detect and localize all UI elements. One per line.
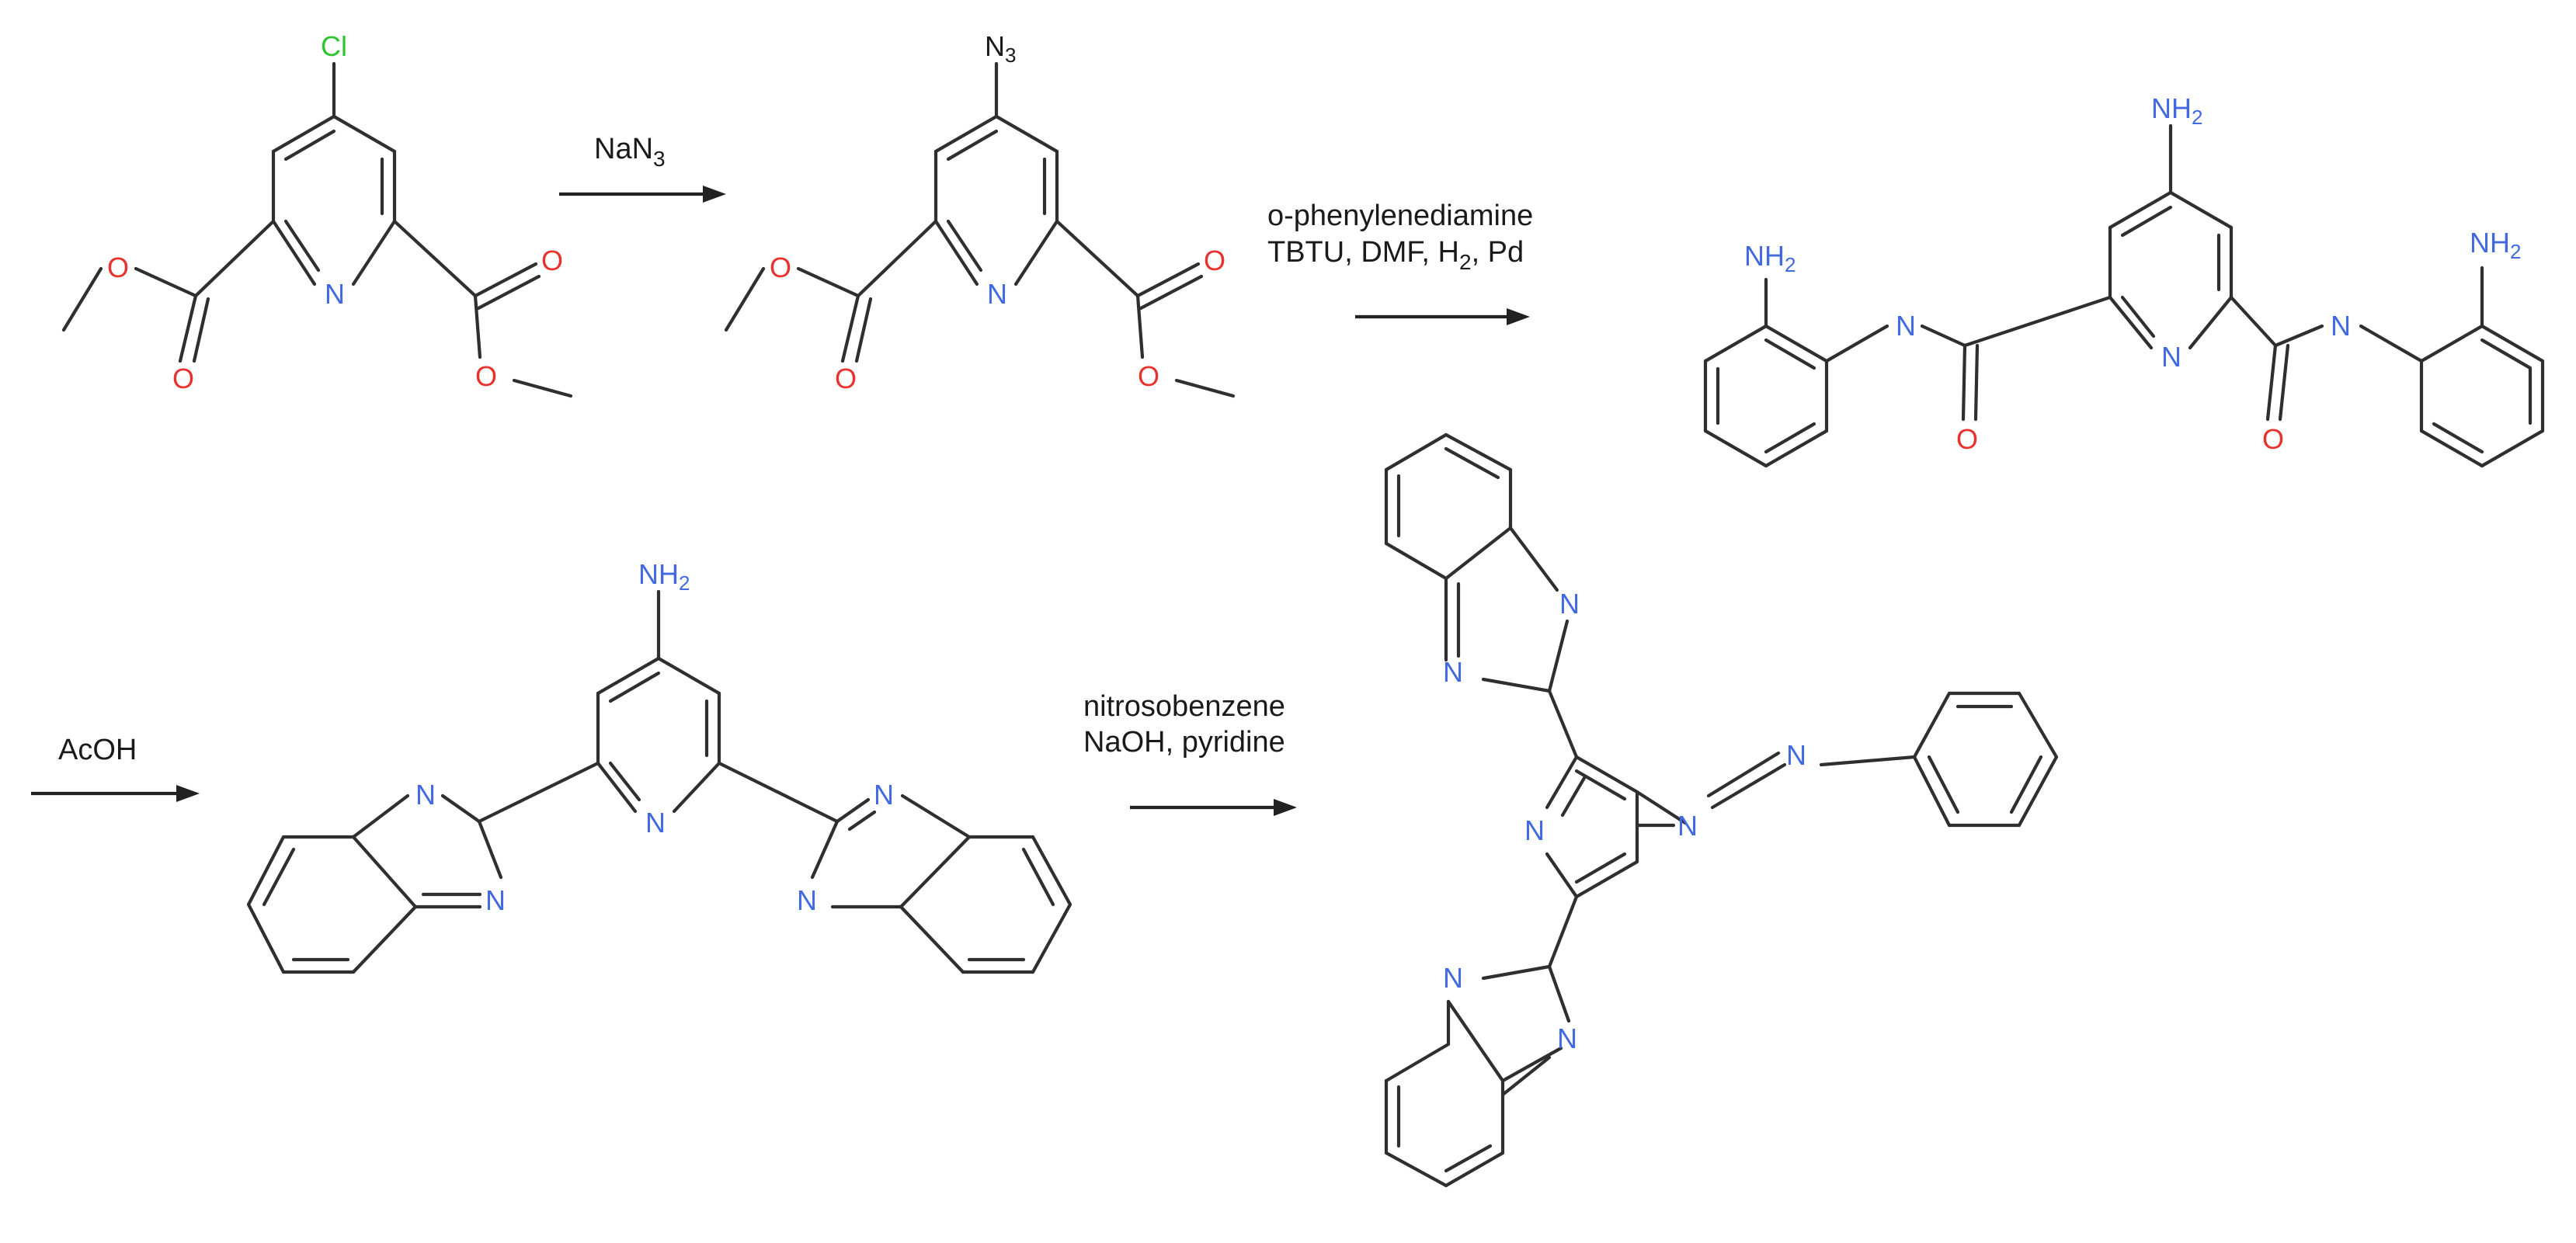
amino-group: NH2 <box>638 558 690 595</box>
arrow-head-4 <box>1274 799 1297 816</box>
azo-nitrogen-a: N <box>1677 810 1698 842</box>
compound-bis-benzimidazolyl-aminopyridine: NH2 N N N N N <box>246 558 1072 974</box>
imidazole-nitrogen-upper-b: N <box>1443 656 1463 688</box>
compound-2-bonds <box>724 61 1236 398</box>
amide-oxygen-left: O <box>1956 423 1978 455</box>
pyridine-nitrogen: N <box>325 278 345 310</box>
reagent-nitrosobenzene: nitrosobenzene <box>1083 690 1285 723</box>
ester-oxygen-left-ether: O <box>107 252 129 283</box>
amide-nitrogen-left: N <box>1896 310 1916 342</box>
azo-nitrogen-b: N <box>1786 739 1806 771</box>
amide-nitrogen-right: N <box>2331 310 2351 342</box>
arrow-head-2 <box>1507 308 1530 325</box>
compound-1-bonds <box>61 61 573 398</box>
ester-oxygen-right-carbonyl: O <box>541 245 563 276</box>
pyridine-nitrogen: N <box>1524 814 1545 846</box>
imidazole-nitrogen-left-top: N <box>415 779 436 811</box>
reagent-sodium-azide: NaN3 <box>594 133 666 171</box>
reagent-o-phenylenediamine: o-phenylenediamine <box>1267 200 1533 232</box>
imidazole-nitrogen-upper-a: N <box>1559 588 1580 620</box>
ester-oxygen-left-carbonyl: O <box>172 363 194 394</box>
pyridine-nitrogen: N <box>645 807 666 839</box>
pyridine-nitrogen: N <box>987 278 1007 310</box>
chlorine-atom: Cl <box>321 30 347 62</box>
arrow-head-3 <box>176 785 200 802</box>
compound-4-bonds <box>246 589 1072 974</box>
amino-group-top: NH2 <box>2151 92 2202 129</box>
compound-bis-aminophenyl-amide: NH2 N N O N O NH2 NH2 <box>1703 92 2545 468</box>
compound-5-bonds <box>1384 432 2059 1188</box>
ester-oxygen-right-ether: O <box>1138 360 1159 392</box>
imidazole-nitrogen-lower-b: N <box>1557 1023 1577 1054</box>
reagents-base-solvent: NaOH, pyridine <box>1083 726 1285 759</box>
amino-group-right: NH2 <box>2470 227 2521 263</box>
reagents-coupling-hydrogenation: TBTU, DMF, H2, Pd <box>1267 236 1524 274</box>
reaction-step-3: AcOH <box>31 734 200 802</box>
reagent-acetic-acid: AcOH <box>58 734 137 766</box>
pyridine-nitrogen: N <box>2161 341 2181 373</box>
compound-azobenzene-bis-benzimidazolyl-pyridine: N N N N N N N <box>1384 432 2059 1188</box>
compound-chloro-pyridine-diester: Cl N O O O O <box>61 30 573 398</box>
imidazole-nitrogen-right-top: N <box>874 779 894 811</box>
ester-oxygen-right-carbonyl: O <box>1204 245 1225 276</box>
compound-3-bonds <box>1703 123 2545 468</box>
ester-oxygen-right-ether: O <box>475 360 497 392</box>
ester-oxygen-left-ether: O <box>770 252 791 283</box>
amide-oxygen-right: O <box>2262 423 2284 455</box>
compound-azido-pyridine-diester: N3 N O O O O <box>724 30 1236 398</box>
arrow-head-1 <box>703 186 726 203</box>
reaction-step-1: NaN3 <box>559 133 726 203</box>
reaction-step-2: o-phenylenediamine TBTU, DMF, H2, Pd <box>1267 200 1533 325</box>
imidazole-nitrogen-lower-a: N <box>1443 962 1463 994</box>
imidazole-nitrogen-right-bottom: N <box>797 884 817 916</box>
amino-group-left: NH2 <box>1744 240 1796 276</box>
imidazole-nitrogen-left-bottom: N <box>485 884 506 916</box>
azide-group: N3 <box>985 30 1016 67</box>
ester-oxygen-left-carbonyl: O <box>835 363 857 394</box>
reaction-step-4: nitrosobenzene NaOH, pyridine <box>1083 690 1297 816</box>
